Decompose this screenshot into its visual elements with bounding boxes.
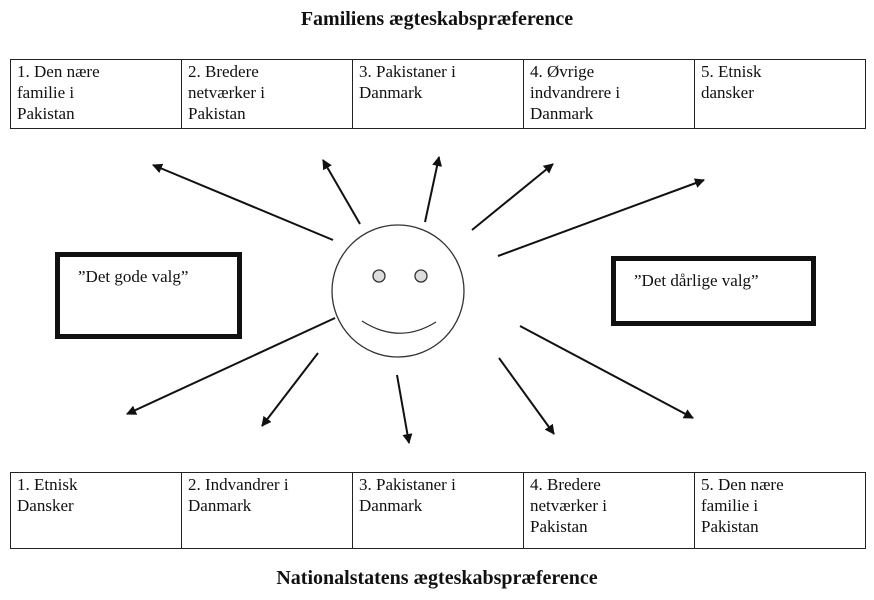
face-circle bbox=[331, 224, 465, 358]
good-choice-box: ”Det gode valg” bbox=[55, 252, 242, 339]
good-choice-label: ”Det gode valg” bbox=[78, 267, 189, 286]
arrow-down-left-2 bbox=[261, 352, 319, 427]
arrow-up bbox=[424, 156, 442, 223]
right-eye bbox=[414, 269, 428, 283]
arrow-down-right-2 bbox=[519, 325, 694, 419]
left-eye bbox=[372, 269, 386, 283]
arrow-up-right-2 bbox=[497, 178, 705, 257]
arrow-up-left bbox=[152, 163, 334, 241]
bad-choice-box: ”Det dårlige valg” bbox=[611, 256, 816, 326]
arrow-down-right bbox=[498, 357, 555, 435]
arrow-up-left-2 bbox=[322, 159, 361, 225]
arrow-down bbox=[396, 374, 413, 444]
smile bbox=[361, 320, 437, 334]
bad-choice-label: ”Det dårlige valg” bbox=[634, 271, 759, 290]
top-title: Familiens ægteskabspræference bbox=[300, 8, 574, 30]
bottom-title: Nationalstatens ægteskabspræference bbox=[276, 567, 598, 589]
arrow-down-left bbox=[126, 317, 336, 415]
smiley-face bbox=[331, 224, 465, 358]
arrow-up-right bbox=[471, 163, 554, 231]
